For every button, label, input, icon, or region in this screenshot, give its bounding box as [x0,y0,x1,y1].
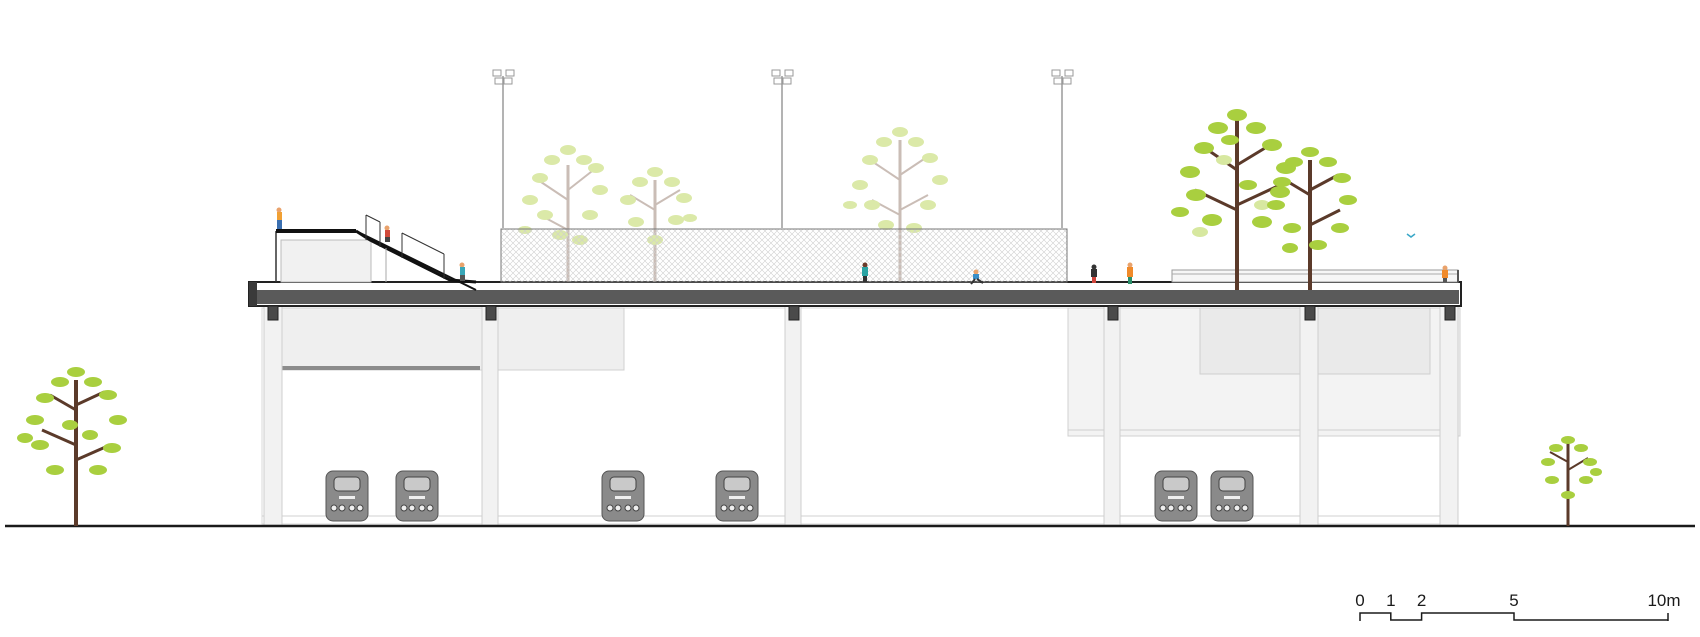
person-icon [1127,262,1133,284]
column [263,305,283,526]
person-icon [1091,264,1097,283]
tree-icon [17,367,127,526]
scale-tick-label: 10m [1647,591,1680,610]
person-icon [970,269,984,285]
grandstand [275,214,477,291]
light-pole-icon [492,69,515,228]
light-pole-icon [771,69,794,228]
car-front-icon [1154,470,1198,522]
scale-bar-line [1359,612,1669,621]
person-icon [862,262,868,282]
car-front-icon [715,470,759,522]
column [1103,305,1121,526]
car-front-icon [1210,470,1254,522]
person-icon [384,225,390,242]
person-icon [1442,265,1448,282]
column [1439,305,1459,526]
roof-railing [1171,269,1459,283]
column [784,305,802,526]
person-icon [459,262,465,281]
scale-bar: 0 1 2 5 10m [1355,591,1681,621]
scale-tick-label: 2 [1417,591,1426,610]
column [1299,305,1319,526]
roof-slab [248,281,1462,321]
bird-icon [1406,233,1416,238]
court-fence [500,228,1068,283]
ceiling-panel-left [281,307,625,371]
parked-cars [325,470,1254,522]
beam-strip [282,366,480,370]
tree-icon [843,127,948,282]
column [481,305,499,526]
car-front-icon [601,470,645,522]
tree-icon [1171,109,1296,290]
car-front-icon [395,470,439,522]
tree-icon [1541,436,1602,526]
tree-icon [1267,147,1357,290]
scale-tick-label: 0 [1355,591,1364,610]
person-icon [276,207,282,229]
light-pole-icon [1051,69,1074,228]
building-structure [261,305,1461,526]
scale-tick-label: 5 [1509,591,1518,610]
car-front-icon [325,470,369,522]
scale-tick-label: 1 [1386,591,1395,610]
